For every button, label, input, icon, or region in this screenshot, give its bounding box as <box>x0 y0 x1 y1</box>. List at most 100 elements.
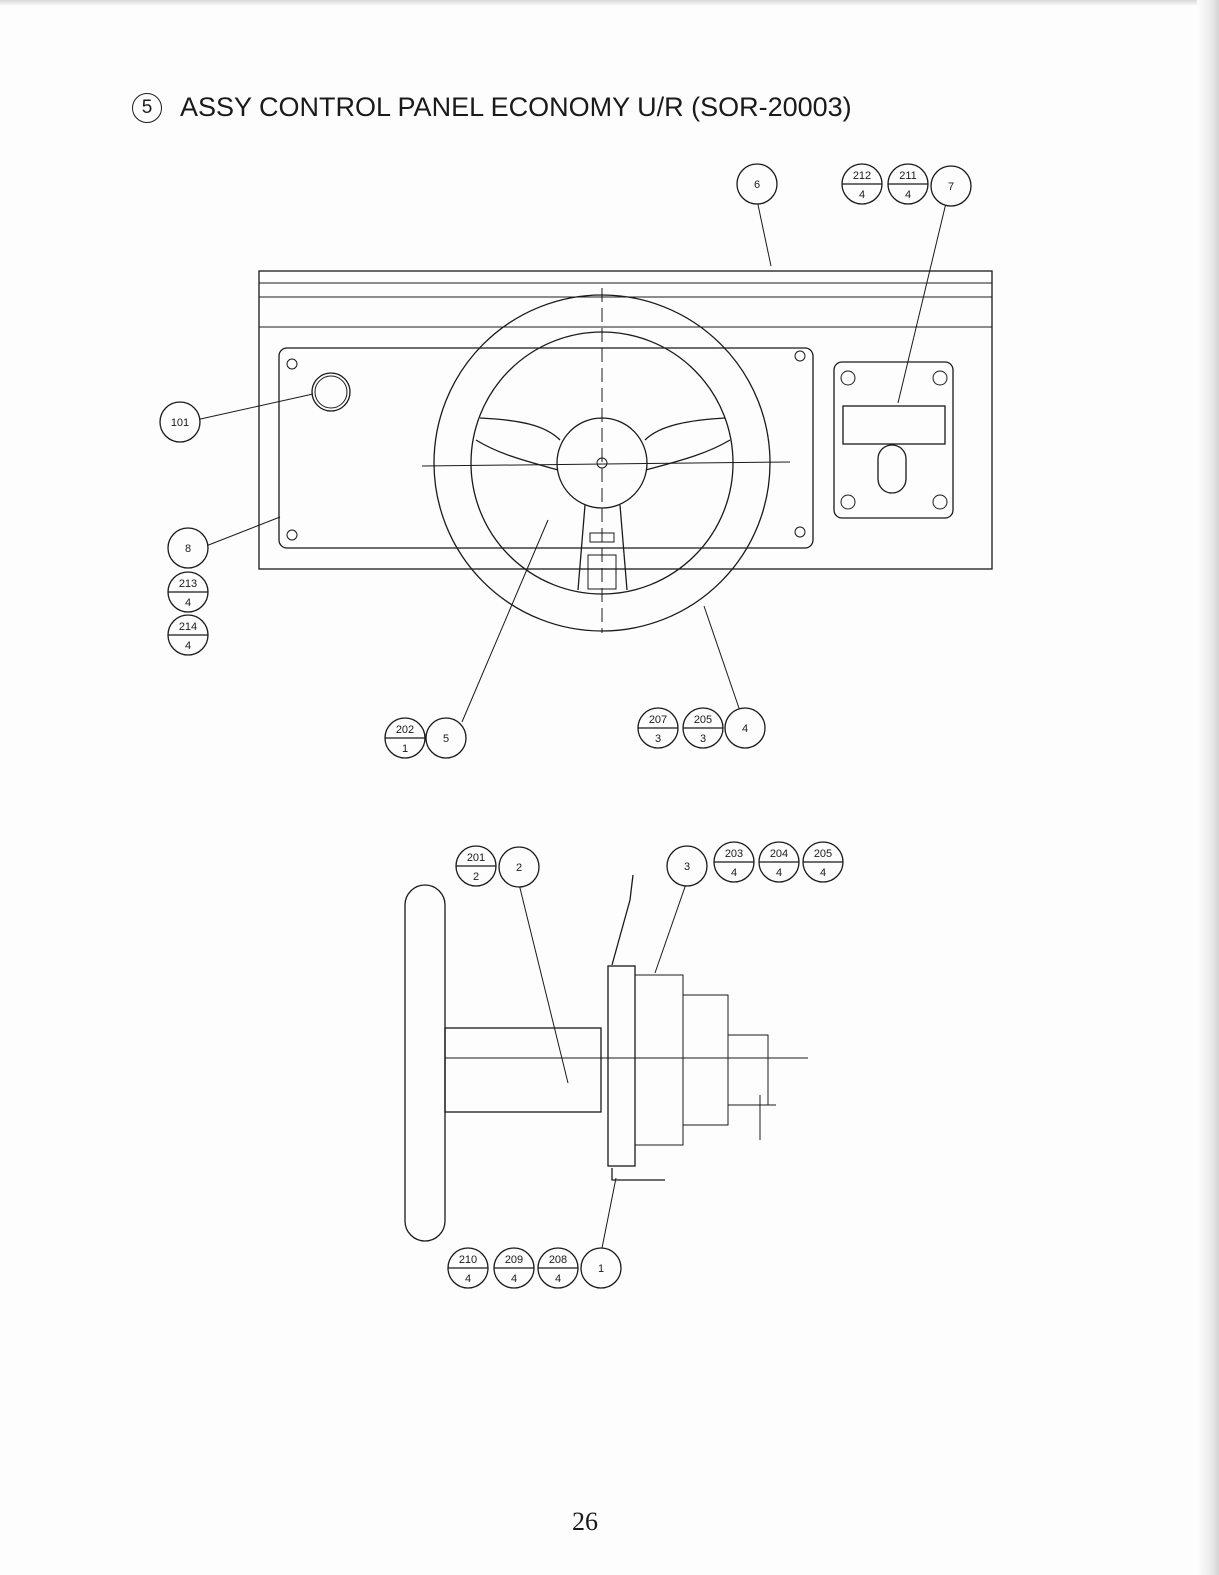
coin-door-screw <box>932 370 948 386</box>
leader-line <box>205 516 281 547</box>
callout-part-5: 5 <box>425 717 467 759</box>
callout-part-number: 201 <box>467 852 485 864</box>
screw-hole <box>794 350 806 362</box>
callout-bubble <box>159 401 201 443</box>
steering-spoke <box>475 439 731 471</box>
leader-line <box>756 199 772 267</box>
callout-part-7: 7 <box>930 165 972 207</box>
bracket-bottom <box>611 1168 665 1181</box>
callout-bubble <box>666 845 708 887</box>
scan-right-edge <box>1197 0 1219 1575</box>
callout-part-1: 1 <box>580 1247 622 1289</box>
callout-part-213: 213 4 <box>167 571 209 613</box>
callout-quantity: 2 <box>473 871 479 883</box>
callout-part-3: 3 <box>666 845 708 887</box>
callout-quantity: 4 <box>555 1273 561 1285</box>
callout-quantity: 4 <box>731 867 737 879</box>
steering-assembly-side-view <box>404 874 808 1249</box>
leader-line <box>195 393 314 421</box>
callout-quantity: 4 <box>905 189 911 201</box>
coin-door-screw <box>932 494 948 510</box>
steering-spoke-bottom <box>577 504 628 591</box>
callout-bubble <box>930 165 972 207</box>
callout-part-6: 6 <box>736 163 778 205</box>
callout-bubble <box>498 846 540 888</box>
callout-quantity: 4 <box>511 1273 517 1285</box>
callout-quantity: 3 <box>655 733 661 745</box>
mounting-plate <box>278 347 814 549</box>
callout-bubble <box>167 527 209 569</box>
screw-hole <box>794 526 806 538</box>
coin-slot-plate <box>842 405 946 445</box>
leader-line <box>601 1177 617 1249</box>
scan-top-edge <box>0 0 1219 6</box>
callout-part-number: 204 <box>770 848 788 860</box>
callout-part-number: 207 <box>649 714 667 726</box>
callout-part-number: 212 <box>853 170 871 182</box>
callout-part-number: 1 <box>598 1263 604 1275</box>
steering-wheel-side <box>404 884 446 1242</box>
callout-part-number: 4 <box>742 723 748 735</box>
callout-quantity: 4 <box>185 597 191 609</box>
callout-bubble <box>580 1247 622 1289</box>
coin-door-screw <box>840 370 856 386</box>
callout-bubble <box>425 717 467 759</box>
callout-part-number: 5 <box>443 733 449 745</box>
page-number: 26 <box>572 1507 598 1536</box>
steering-shaft-housing <box>444 1027 602 1113</box>
callout-quantity: 3 <box>700 733 706 745</box>
bracket-top <box>611 874 634 966</box>
leader-line <box>461 519 549 723</box>
callout-part-number: 213 <box>179 578 197 590</box>
mounting-bracket <box>607 965 636 1167</box>
coin-return <box>877 444 907 494</box>
callout-part-number: 101 <box>171 417 189 429</box>
callout-quantity: 4 <box>820 867 826 879</box>
screw-hole <box>286 529 298 541</box>
callout-part-number: 8 <box>185 543 191 555</box>
start-button <box>311 372 351 412</box>
leader-line <box>897 202 947 404</box>
callout-quantity: 1 <box>402 743 408 755</box>
control-panel-top-view <box>195 199 993 723</box>
callout-part-number: 7 <box>948 181 954 193</box>
callout-part-number: 210 <box>459 1254 477 1266</box>
steering-spoke <box>479 417 726 441</box>
callout-quantity: 4 <box>185 640 191 652</box>
start-button-ring <box>314 375 348 409</box>
callout-part-number: 2 <box>516 862 522 874</box>
callout-part-4: 4 <box>724 707 766 749</box>
coin-door-screw <box>840 494 856 510</box>
callout-part-number: 202 <box>396 724 414 736</box>
callout-quantity: 4 <box>859 189 865 201</box>
callout-part-number: 6 <box>754 179 760 191</box>
callout-part-number: 208 <box>549 1254 567 1266</box>
page-title-text: ASSY CONTROL PANEL ECONOMY U/R (SOR-2000… <box>180 92 852 122</box>
callout-part-212: 212 4 <box>841 163 883 205</box>
callout-part-2: 2 <box>498 846 540 888</box>
potentiometer <box>727 1034 769 1106</box>
callout-part-number: 205 <box>814 848 832 860</box>
callout-part-number: 205 <box>694 714 712 726</box>
callout-part-number: 203 <box>725 848 743 860</box>
callout-part-number: 3 <box>684 861 690 873</box>
panel-outline <box>258 270 993 570</box>
leader-line <box>654 883 687 974</box>
section-number-badge: 5 <box>132 93 162 123</box>
callout-bubble <box>736 163 778 205</box>
screw-hole <box>286 358 298 370</box>
callout-part-number: 209 <box>505 1254 523 1266</box>
coin-door <box>833 361 954 519</box>
gear-box <box>634 974 684 1146</box>
